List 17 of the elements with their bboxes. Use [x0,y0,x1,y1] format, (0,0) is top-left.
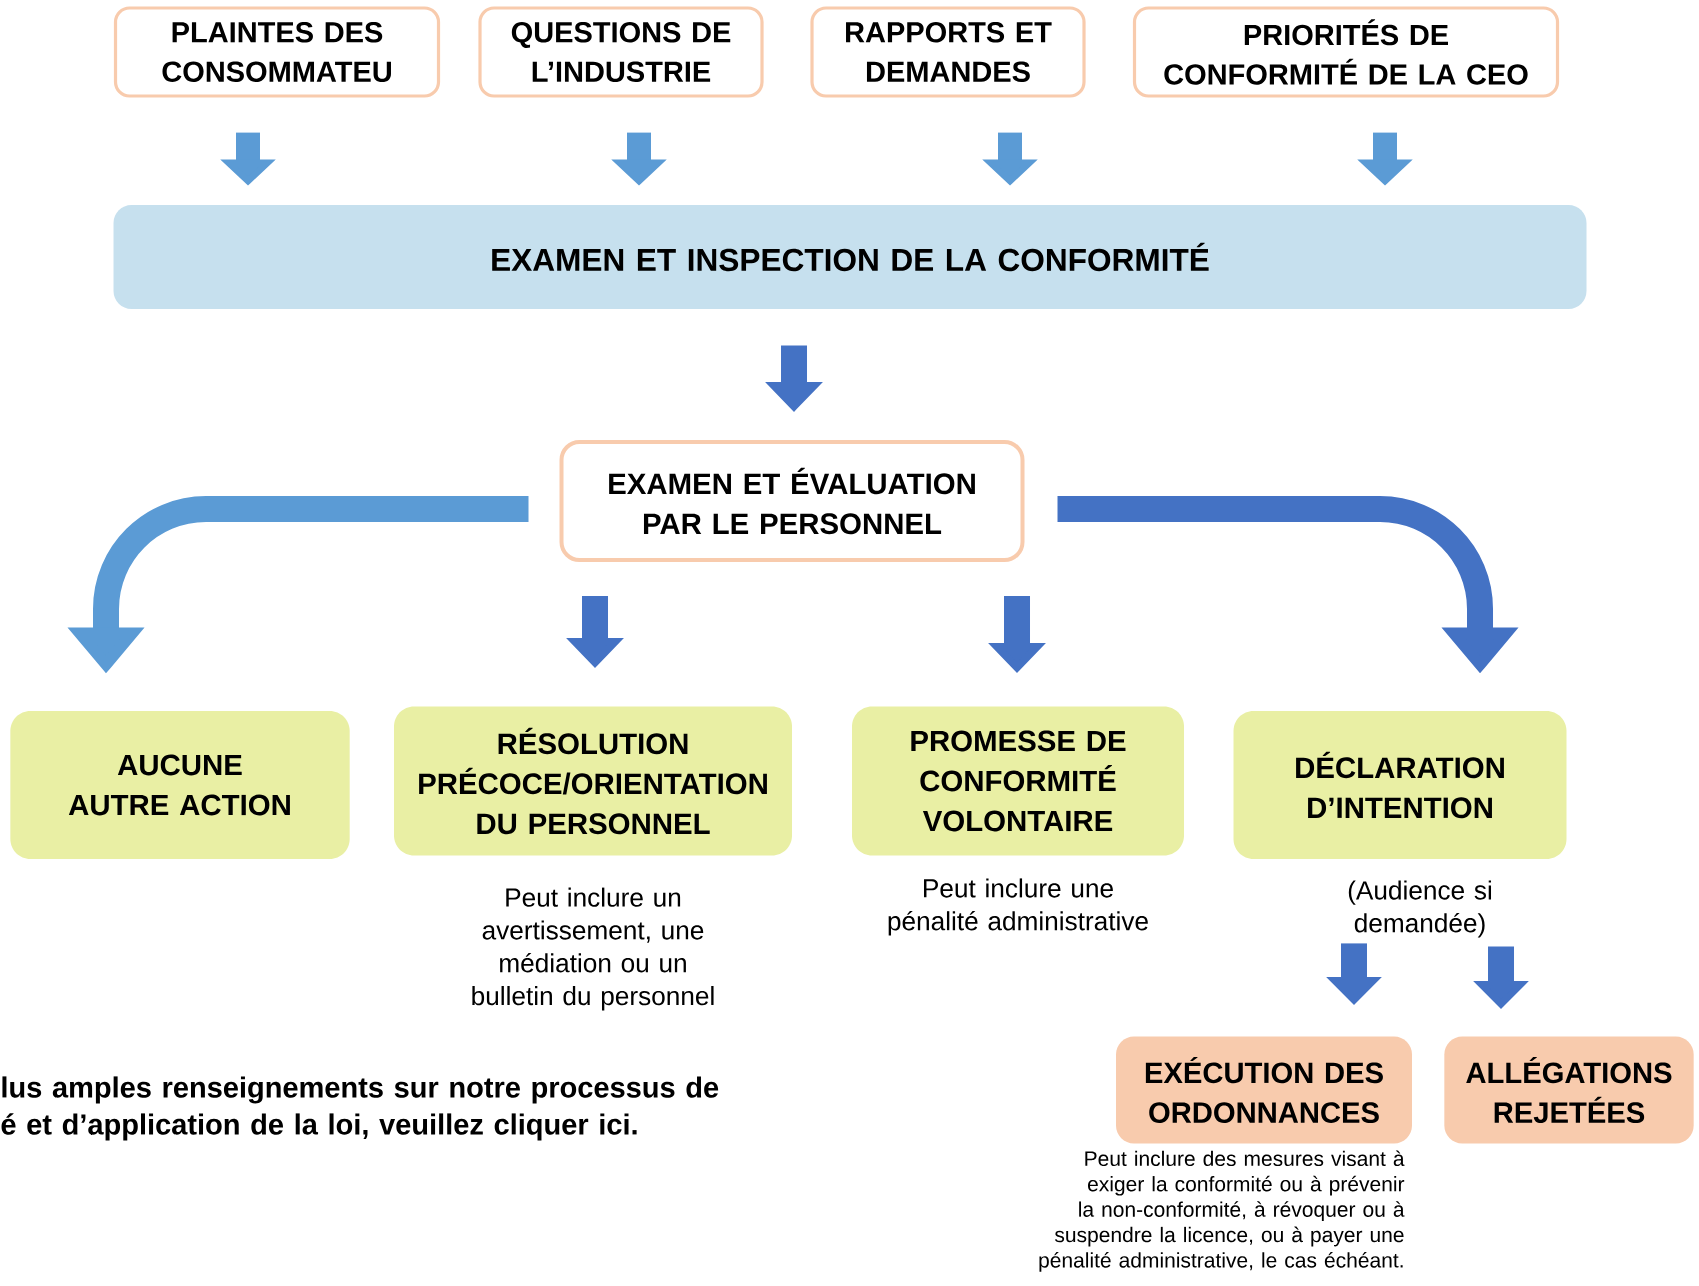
source-box: PRIORITÉS DE CONFORMITÉ DE LA CEO [1132,6,1560,98]
review-box: EXAMEN ET ÉVALUATION PAR LE PERSONNEL [559,440,1025,562]
outcome-box: ALLÉGATIONS REJETÉES [1444,1036,1694,1144]
note-text: (Audience si demandée) [1348,880,1491,938]
source-box: RAPPORTS ET DEMANDES [810,6,1086,98]
outcome-box: RÉSOLUTION PRÉCOCE/ORIENTATION DU PERSONNEL [394,706,792,856]
note-text: Peut inclure une pénalité administrative [888,878,1148,936]
process-band: EXAMEN ET INSPECTION DE LA CONFORMITÉ [113,205,1587,309]
source-box: PLAINTES DES CONSOMMATEU [113,6,441,98]
outcome-box: DÉCLARATION D’INTENTION [1233,711,1567,859]
outcome-box: PROMESSE DE CONFORMITÉ VOLONTAIRE [852,706,1184,856]
outcome-box: EXÉCUTION DES ORDONNANCES [1116,1036,1412,1144]
note-text: Peut inclure des mesures visant à exiger la conformité ou à prévenir la non-conformité, à révoquer ou à suspendre la licence, ou à payer une pénalité administrative, le cas échéant. [1039,1150,1405,1272]
outcome-box: AUCUNE AUTRE ACTION [10,711,350,859]
source-box: QUESTIONS DE L’INDUSTRIE [478,6,764,98]
footer-text: lus amples renseignements sur notre processus de é et d’application de la loi, veuillez cliquer ici. [1,1076,719,1141]
note-text: Peut inclure un avertissement, une médiation ou un bulletin du personnel [472,887,714,1011]
